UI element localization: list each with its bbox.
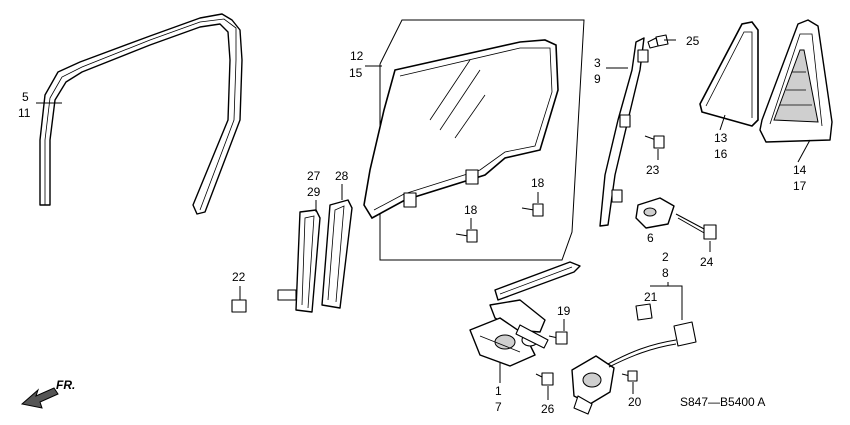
callout-15: 15 xyxy=(349,66,363,80)
bolt-26 xyxy=(535,372,554,386)
bolt-23 xyxy=(644,135,665,149)
front-direction-label: FR. xyxy=(56,378,75,392)
callout-12: 12 xyxy=(350,49,364,63)
callout-25: 25 xyxy=(686,34,700,48)
callout-28: 28 xyxy=(335,169,349,183)
callout-1: 1 xyxy=(495,384,502,398)
leader-bracket xyxy=(650,285,683,320)
callout-13: 13 xyxy=(714,131,728,145)
callout-19: 19 xyxy=(557,304,571,318)
screw-25 xyxy=(647,34,676,49)
callout-6: 6 xyxy=(647,231,654,245)
front-direction-arrow xyxy=(20,387,59,409)
bolt-24 xyxy=(675,213,717,240)
callout-22: 22 xyxy=(232,270,246,284)
quarter-glass-part xyxy=(699,21,759,127)
callout-24: 24 xyxy=(700,255,714,269)
bolt-18-upper xyxy=(521,203,544,217)
sash-channel-27-29 xyxy=(277,209,321,313)
bolt-22 xyxy=(231,286,247,313)
window-regulator-part xyxy=(469,261,581,367)
callout-14: 14 xyxy=(793,163,807,177)
bolt-20 xyxy=(621,370,638,382)
callout-26: 26 xyxy=(541,402,555,416)
bracket-6 xyxy=(635,197,675,229)
callout-16: 16 xyxy=(714,147,728,161)
callout-29: 29 xyxy=(307,185,321,199)
callout-27: 27 xyxy=(307,169,321,183)
callout-17: 17 xyxy=(793,179,807,193)
glass-group-outline xyxy=(379,19,585,261)
sash-channel-28 xyxy=(321,199,353,309)
callout-9: 9 xyxy=(594,72,601,86)
callout-7: 7 xyxy=(495,400,502,414)
leader-line xyxy=(797,139,811,163)
regulator-motor-part xyxy=(571,303,697,415)
callout-2: 2 xyxy=(662,250,669,264)
callout-20: 20 xyxy=(628,395,642,409)
quarter-seal-part xyxy=(759,19,833,143)
callout-21: 21 xyxy=(644,290,658,304)
bolt-18-lower xyxy=(455,229,478,243)
center-channel-part xyxy=(599,37,649,227)
callout-8: 8 xyxy=(662,266,669,280)
callout-23: 23 xyxy=(646,163,660,177)
run-channel-part xyxy=(39,13,243,215)
diagram-code: S847—B5400 A xyxy=(680,395,765,409)
door-glass-part xyxy=(363,39,559,220)
bolt-19 xyxy=(548,331,568,345)
callout-11: 11 xyxy=(18,106,31,120)
callout-18b: 18 xyxy=(464,203,478,217)
callout-18a: 18 xyxy=(531,176,545,190)
leader-line xyxy=(719,114,726,131)
callout-5: 5 xyxy=(22,90,29,104)
callout-3: 3 xyxy=(594,56,601,70)
